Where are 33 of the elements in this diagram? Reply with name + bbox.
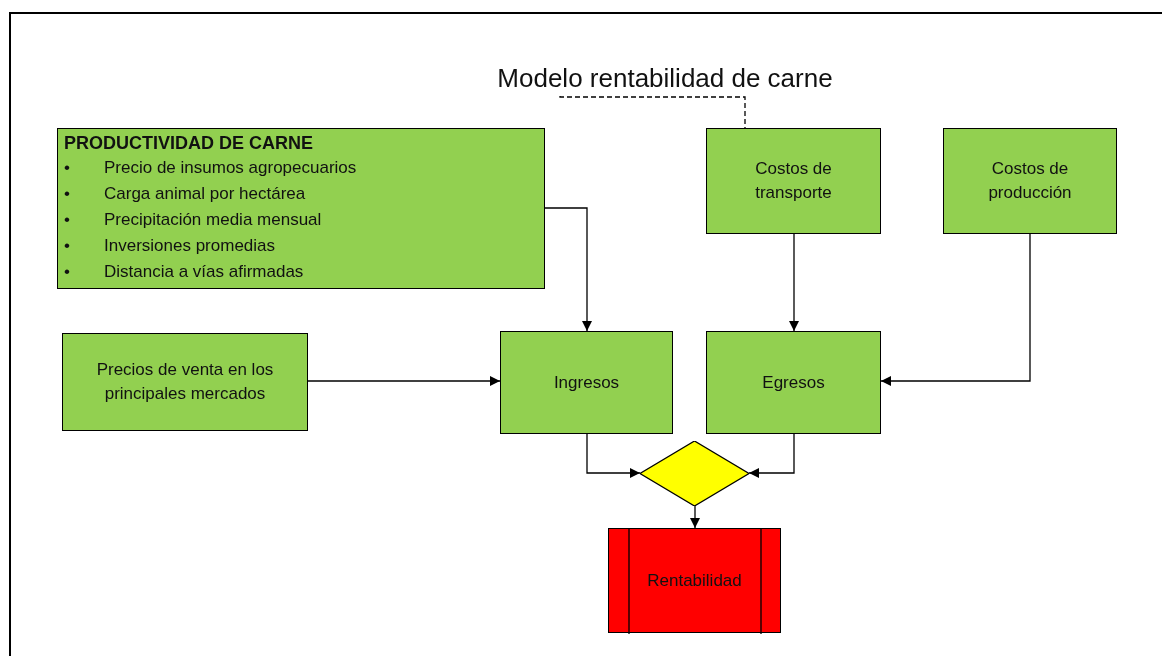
- arrow: [544, 207, 592, 332]
- arrow: [690, 505, 700, 529]
- list-bullet: •: [64, 158, 70, 177]
- process-box: [706, 128, 881, 234]
- factor-list-box: [57, 128, 545, 289]
- node-label: Rentabilidad: [646, 569, 743, 592]
- list-bullet: •: [64, 236, 70, 255]
- node-label: Costos de transporte: [754, 158, 833, 204]
- decision-diamond: [640, 441, 749, 506]
- node-label: Precios de venta en los principales mercados: [95, 359, 275, 405]
- node-label: Ingresos: [552, 371, 621, 394]
- list-item: Distancia a vías afirmadas: [104, 261, 304, 283]
- node-label: Egresos: [761, 371, 826, 394]
- arrow: [748, 433, 795, 478]
- process-box: [943, 128, 1117, 234]
- list-bullet: •: [64, 262, 70, 281]
- list-item: Precio de insumos agropecuarios: [104, 157, 357, 179]
- list-bullet: •: [64, 210, 70, 229]
- process-box: [62, 333, 308, 431]
- arrow: [307, 376, 501, 386]
- arrow: [789, 233, 799, 332]
- list-heading: PRODUCTIVIDAD DE CARNE: [64, 132, 313, 155]
- node-label: Costos de producción: [987, 158, 1073, 204]
- arrow: [880, 233, 1031, 386]
- list-item: Precipitación media mensual: [104, 209, 322, 231]
- list-bullet: •: [64, 184, 70, 203]
- process-box: [706, 331, 881, 434]
- process-box: [500, 331, 673, 434]
- arrow: [586, 433, 641, 478]
- list-item: Inversiones promedias: [104, 235, 276, 257]
- node-label: Modelo rentabilidad de carne: [497, 61, 833, 95]
- predefined-process-box: [608, 528, 781, 633]
- list-item: Carga animal por hectárea: [104, 183, 306, 205]
